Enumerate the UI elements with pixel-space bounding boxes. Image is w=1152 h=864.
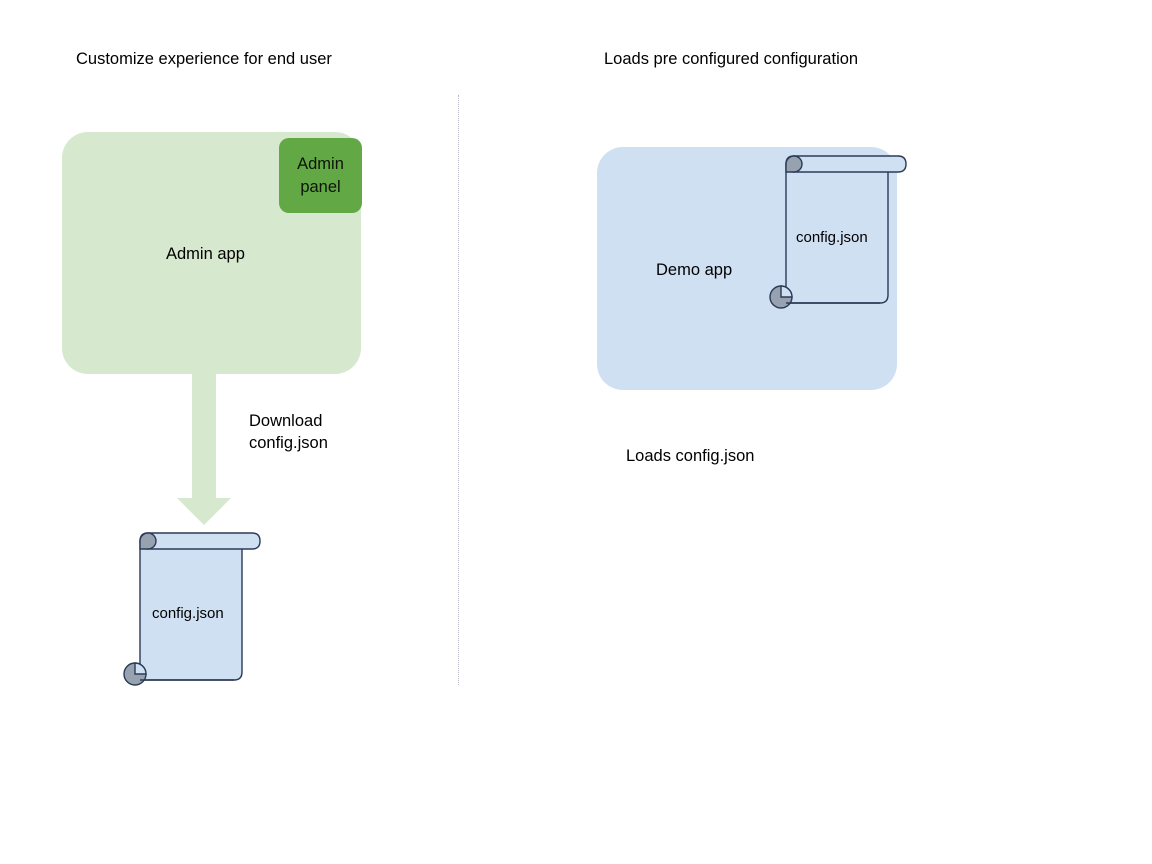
download-label-line2: config.json [249, 434, 328, 453]
config-json-label-left: config.json [152, 605, 224, 622]
loads-config-caption: Loads config.json [626, 447, 755, 465]
config-json-document-right [769, 151, 910, 311]
admin-panel-button[interactable]: Admin panel [279, 138, 362, 213]
admin-panel-label-line2: panel [300, 177, 341, 196]
download-arrow-label: Download config.json [249, 410, 328, 455]
section-divider [458, 95, 459, 685]
right-section-title: Loads pre configured configuration [604, 50, 859, 68]
admin-app-label: Admin app [166, 245, 245, 263]
config-json-document-left [123, 528, 264, 690]
config-json-label-right: config.json [796, 229, 868, 246]
demo-app-label: Demo app [656, 261, 733, 279]
download-arrow-icon [176, 372, 232, 527]
download-label-line1: Download [249, 412, 323, 430]
admin-panel-label-line1: Admin [297, 155, 344, 174]
left-section-title: Customize experience for end user [76, 50, 332, 68]
